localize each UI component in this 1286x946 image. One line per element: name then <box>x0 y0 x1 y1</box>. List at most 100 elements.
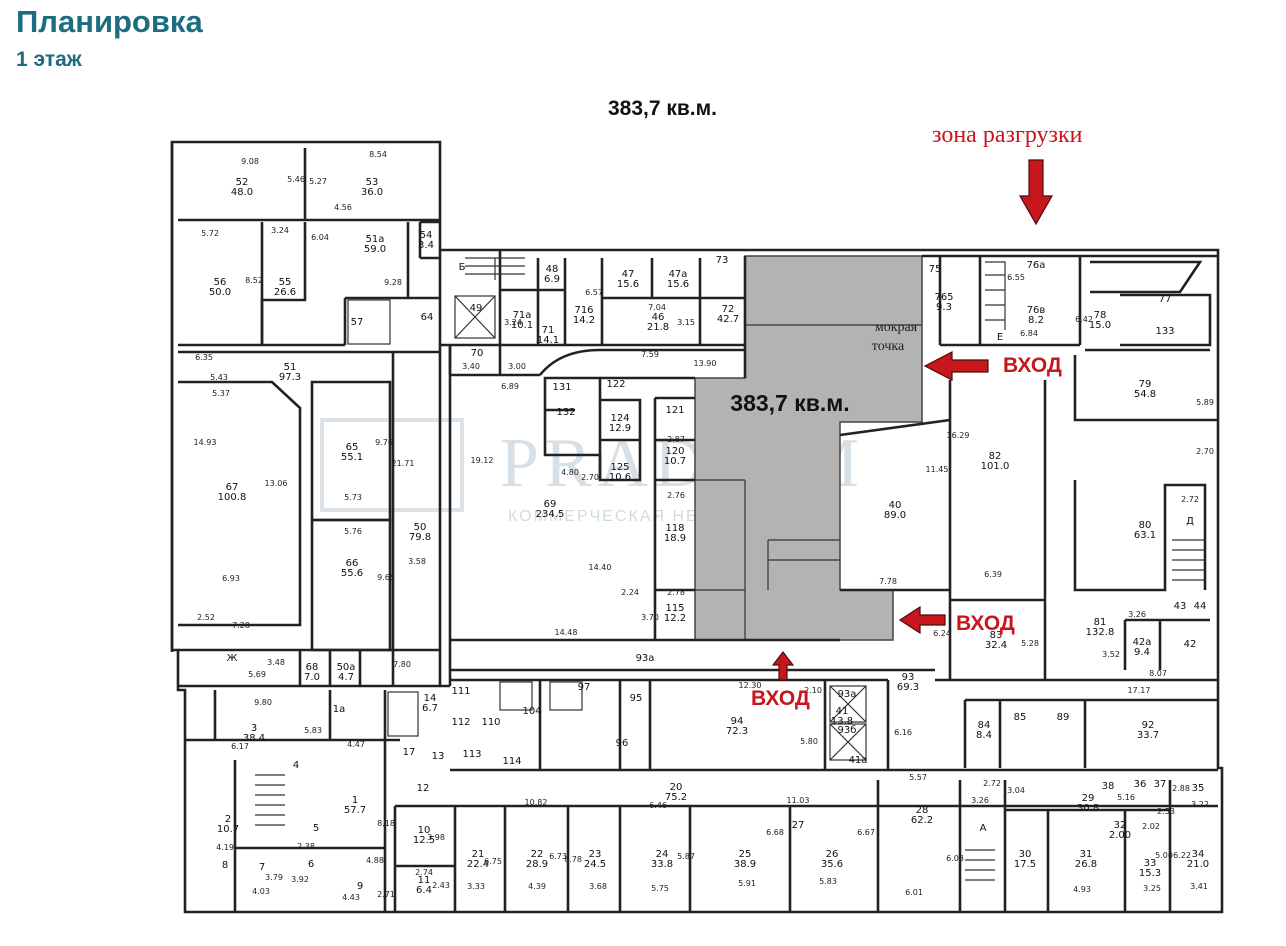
svg-text:5.83: 5.83 <box>819 877 837 886</box>
room-number: 51 <box>284 362 297 373</box>
svg-text:6.68: 6.68 <box>766 828 784 837</box>
room-id: Ж <box>227 653 238 664</box>
room-id: 64 <box>421 312 434 323</box>
svg-text:17.17: 17.17 <box>1128 686 1151 695</box>
room-area: 101.0 <box>981 461 1010 472</box>
room-number: 21 <box>472 849 485 860</box>
svg-text:5.76: 5.76 <box>344 527 362 536</box>
room-area: 17.5 <box>1014 859 1036 870</box>
room-area: 10.7 <box>217 824 239 835</box>
room-area: 38.4 <box>243 733 265 744</box>
svg-text:3.04: 3.04 <box>1007 786 1025 795</box>
room-id: 41a <box>849 755 868 766</box>
room-number: 125 <box>610 462 629 473</box>
entrance-label: ВХОД <box>956 612 1015 635</box>
room-number: 28 <box>916 805 929 816</box>
room-area: 26.8 <box>1075 859 1097 870</box>
room-number: 29 <box>1082 793 1095 804</box>
svg-text:3.25: 3.25 <box>1143 884 1161 893</box>
svg-text:3.92: 3.92 <box>291 875 309 884</box>
svg-text:3.52: 3.52 <box>1102 650 1120 659</box>
svg-text:8.54: 8.54 <box>369 150 387 159</box>
room-id: 12 <box>417 783 430 794</box>
room-area: 63.1 <box>1134 530 1156 541</box>
svg-text:5.73: 5.73 <box>344 493 362 502</box>
room-area: 97.3 <box>279 372 301 383</box>
room-number: 81 <box>1094 617 1107 628</box>
room-area: 15.3 <box>1139 868 1161 879</box>
svg-text:4.47: 4.47 <box>347 740 365 749</box>
room-area: 234.5 <box>536 509 565 520</box>
room-number: 65 <box>346 442 359 453</box>
svg-text:21.71: 21.71 <box>392 459 415 468</box>
room-number: 47 <box>622 269 635 280</box>
room-number: 1 <box>352 795 358 806</box>
dimension-labels: 9.08 8.54 5.46 5.27 4.56 5.72 3.24 6.04 … <box>194 150 1214 902</box>
svg-text:4.80: 4.80 <box>561 468 579 477</box>
room-area: 15.0 <box>1089 320 1111 331</box>
room-area: 22.4 <box>467 859 489 870</box>
room-number: 120 <box>665 446 684 457</box>
room-number: 25 <box>739 849 752 860</box>
room-area: 59.0 <box>364 244 386 255</box>
room-id: 5 <box>313 823 319 834</box>
svg-text:5.27: 5.27 <box>309 177 327 186</box>
svg-text:10.82: 10.82 <box>525 798 548 807</box>
svg-text:3.98: 3.98 <box>427 833 445 842</box>
svg-text:8.52: 8.52 <box>245 276 263 285</box>
svg-text:9.65: 9.65 <box>377 573 395 582</box>
room-id: 7 <box>259 862 265 873</box>
room-area: 57.7 <box>344 805 366 816</box>
svg-text:14.93: 14.93 <box>194 438 217 447</box>
svg-text:2.24: 2.24 <box>621 588 639 597</box>
room-number: 765 <box>934 292 953 303</box>
svg-text:6.93: 6.93 <box>222 574 240 583</box>
svg-text:5.57: 5.57 <box>909 773 927 782</box>
room-area: 12.9 <box>609 423 631 434</box>
room-area: 12.2 <box>664 613 686 624</box>
svg-text:3.33: 3.33 <box>467 882 485 891</box>
svg-text:5.80: 5.80 <box>800 737 818 746</box>
room-number: 22 <box>531 849 544 860</box>
room-area: 35.6 <box>821 859 843 870</box>
room-area: 13.8 <box>831 716 853 727</box>
svg-text:13.06: 13.06 <box>265 479 288 488</box>
highlight-partitions <box>695 324 922 640</box>
room-area: 15.6 <box>617 279 639 290</box>
room-number: 11 <box>418 875 431 886</box>
svg-text:2.38: 2.38 <box>297 842 315 851</box>
room-area: 100.8 <box>218 492 247 503</box>
room-id: 9 <box>357 881 363 892</box>
room-number: 124 <box>610 413 629 424</box>
svg-text:16.29: 16.29 <box>947 431 970 440</box>
svg-text:12.30: 12.30 <box>739 681 762 690</box>
room-id: 75 <box>929 264 942 275</box>
room-number: 50 <box>414 522 427 533</box>
room-area: 48.0 <box>231 187 253 198</box>
svg-text:4.19: 4.19 <box>216 843 234 852</box>
room-id: 73 <box>716 255 729 266</box>
room-id: 112 <box>451 717 470 728</box>
svg-text:5.75: 5.75 <box>651 884 669 893</box>
room-number: 76a <box>1027 260 1046 271</box>
svg-text:9.08: 9.08 <box>241 157 259 166</box>
room-area: 10.6 <box>609 472 631 483</box>
room-area: 50.0 <box>209 287 231 298</box>
svg-text:2.78: 2.78 <box>667 588 685 597</box>
room-area: 79.8 <box>409 532 431 543</box>
room-id: 104 <box>522 706 541 717</box>
svg-text:2.53: 2.53 <box>1157 807 1175 816</box>
entrance-label: ВХОД <box>751 687 810 710</box>
svg-text:3.68: 3.68 <box>589 882 607 891</box>
room-number: 40 <box>889 500 902 511</box>
svg-text:4.88: 4.88 <box>366 856 384 865</box>
page-title: Планировка <box>16 4 203 39</box>
svg-text:13.90: 13.90 <box>694 359 717 368</box>
room-number: 118 <box>665 523 684 534</box>
svg-text:2.74: 2.74 <box>415 868 433 877</box>
room-number: 94 <box>731 716 744 727</box>
entrance-arrow-icon <box>898 605 946 635</box>
svg-text:6.01: 6.01 <box>905 888 923 897</box>
room-id: 13 <box>432 751 445 762</box>
